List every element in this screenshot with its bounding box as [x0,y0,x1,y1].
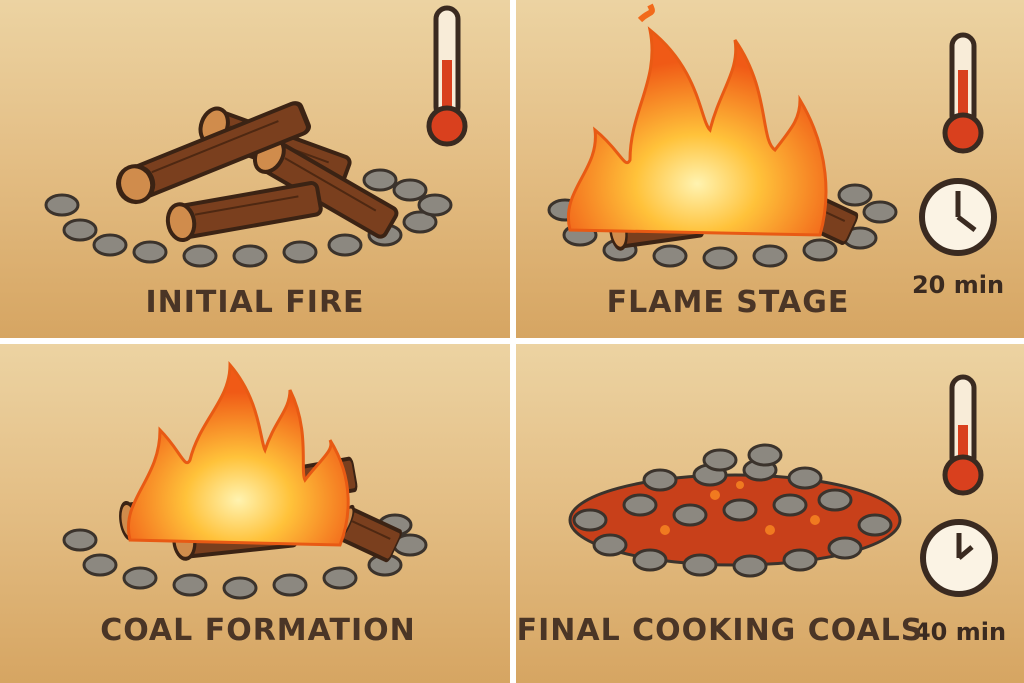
thermometer-icon [942,32,984,154]
coal-pile [568,443,902,578]
panel-initial-fire [0,0,510,338]
thermometer-icon [942,374,984,496]
flame [566,26,828,237]
time-label: 20 min [912,271,1004,299]
stage-label: INITIAL FIRE [145,285,364,320]
clock-icon [920,519,998,597]
stage-label: FLAME STAGE [607,285,850,320]
stage-label: FINAL COOKING COALS [517,613,924,648]
thermometer-icon [426,5,468,147]
flame [126,360,350,547]
stage-label: COAL FORMATION [100,613,416,648]
ember [637,3,655,23]
time-label: 40 min [914,618,1006,646]
clock-icon [919,178,997,256]
